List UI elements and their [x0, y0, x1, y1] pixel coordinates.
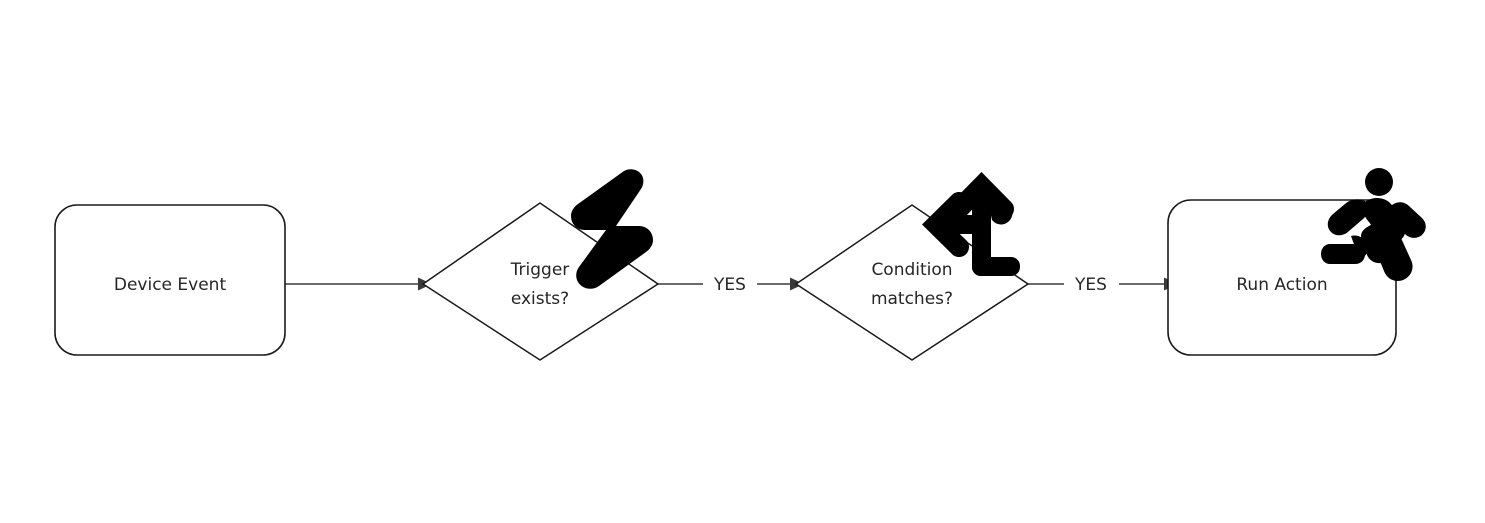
lightning-bolt-glyph [571, 169, 653, 289]
node-label-condition-line2: matches? [871, 289, 953, 309]
lightning-bolt-icon [571, 169, 653, 289]
node-label-run-action: Run Action [1236, 275, 1327, 295]
node-device-event[interactable]: Device Event [54, 204, 286, 356]
node-shape-diamond[interactable] [421, 202, 660, 361]
node-label-device-event: Device Event [114, 275, 227, 295]
connector-condition-to-action: YES [1028, 275, 1178, 295]
connector-event-to-trigger [285, 277, 432, 291]
connector-trigger-to-condition: YES [658, 275, 804, 295]
node-label-condition-line1: Condition [871, 260, 952, 280]
branch-arrows-icon [922, 172, 1020, 276]
edge-label-yes-1: YES [713, 275, 746, 295]
running-person-icon [1321, 168, 1426, 281]
runner-foot-back-heel [1351, 235, 1368, 260]
node-run-action[interactable]: Run Action [1167, 199, 1397, 356]
runner-leg-back [1360, 223, 1394, 264]
node-trigger-exists[interactable]: Trigger exists? [421, 202, 660, 361]
branch-arrow-foot [972, 257, 1020, 276]
runner-arm-front [1388, 202, 1426, 238]
node-condition-matches[interactable]: Condition matches? [794, 204, 1030, 361]
node-label-trigger-line2: exists? [511, 289, 569, 309]
runner-arm-back [1327, 199, 1369, 236]
runner-foot-back [1321, 244, 1365, 264]
branch-arrow-left-head [922, 192, 969, 257]
node-shape-diamond[interactable] [794, 204, 1030, 361]
node-label-trigger-line1: Trigger [510, 260, 570, 280]
runner-head [1365, 168, 1393, 196]
node-shape-rounded-rect[interactable] [54, 204, 286, 356]
edge-label-yes-2: YES [1074, 275, 1107, 295]
